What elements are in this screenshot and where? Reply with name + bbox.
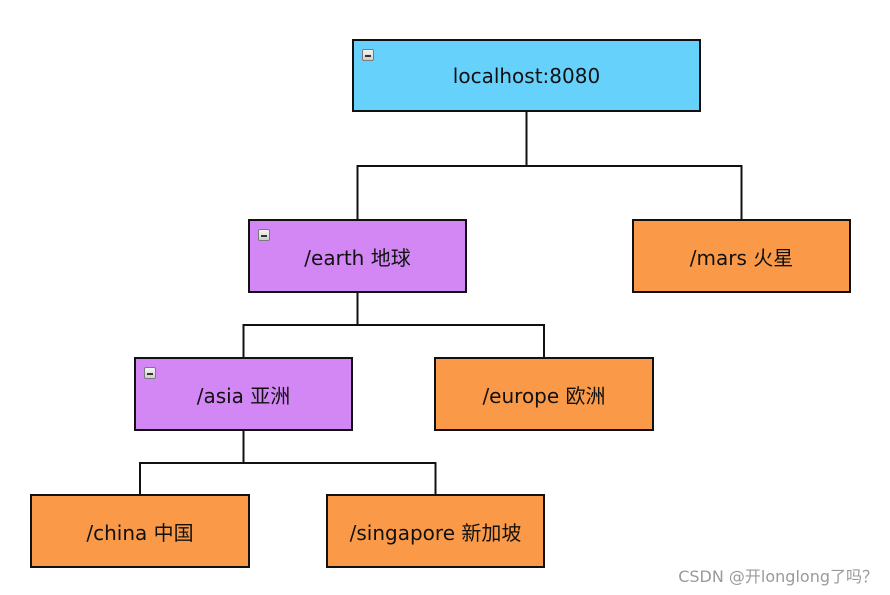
node-mars[interactable]: /mars 火星 [632, 219, 851, 293]
node-asia[interactable]: /asia 亚洲 [134, 357, 353, 431]
node-label: /europe 欧洲 [482, 383, 606, 408]
edge-earth-asia [242, 293, 359, 357]
node-europe[interactable]: /europe 欧洲 [434, 357, 654, 431]
node-label: /earth 地球 [304, 245, 411, 270]
collapse-icon[interactable] [144, 367, 156, 379]
node-localhost[interactable]: localhost:8080 [352, 39, 701, 112]
edge-asia-singapore [242, 431, 437, 494]
node-label: localhost:8080 [452, 63, 601, 88]
collapse-icon[interactable] [258, 229, 270, 241]
node-label: /asia 亚洲 [196, 383, 291, 408]
node-label: /mars 火星 [689, 245, 794, 270]
node-label: /china 中国 [86, 520, 194, 545]
edge-earth-europe [356, 293, 545, 357]
node-earth[interactable]: /earth 地球 [248, 219, 467, 293]
edge-root-earth [356, 112, 528, 219]
node-label: /singapore 新加坡 [349, 520, 522, 545]
watermark: CSDN @开longlong了吗？ [678, 567, 878, 586]
node-singapore[interactable]: /singapore 新加坡 [326, 494, 545, 568]
edge-root-mars [525, 112, 743, 219]
edge-asia-china [139, 431, 245, 494]
node-china[interactable]: /china 中国 [30, 494, 250, 568]
collapse-icon[interactable] [362, 49, 374, 61]
